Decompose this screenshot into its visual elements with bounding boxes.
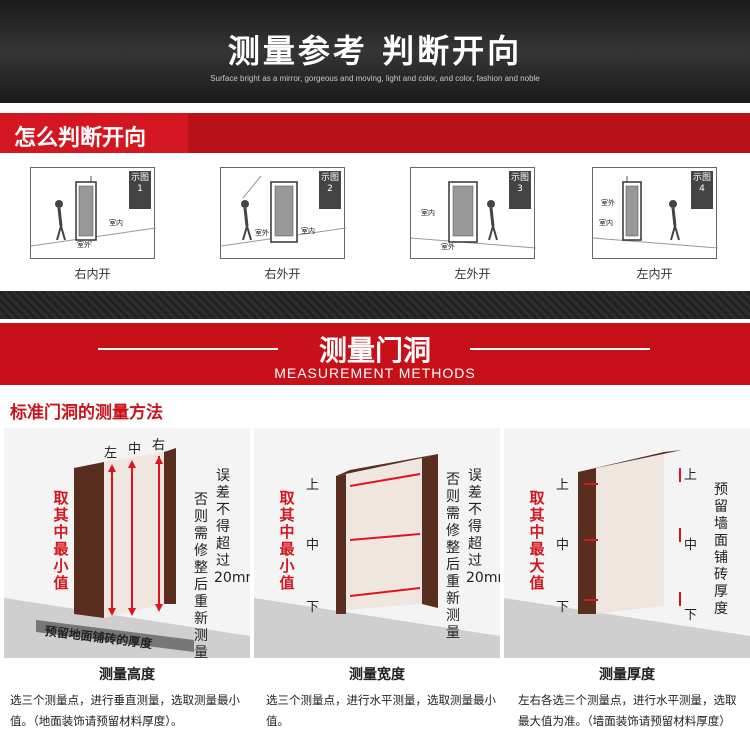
outdoor-label: 室外 (441, 243, 455, 251)
point-bottom-label-right: 下 (684, 608, 698, 623)
diagram-1: 室内 室外 示图1 (30, 167, 156, 259)
point-top-label: 上 (556, 478, 570, 493)
desc-height: 选三个测量点，进行垂直测量，选取测量最小值。（地面装饰请预留材料厚度）。 (10, 693, 240, 728)
caption-height: 测量高度 (99, 667, 155, 683)
door-direction-diagrams: 室内 室外 示图1 右内开 室内 室外 示图2 右外开 (0, 153, 750, 291)
door-sketch-icon (31, 176, 156, 247)
take-min-note: 取其中最小值 (53, 489, 69, 592)
diagram-3: 室内 室外 示图3 (410, 167, 536, 259)
error-note-b: 误差不得超过20mm (214, 468, 250, 586)
measure-subtitle: MEASUREMENT METHODS (274, 365, 476, 381)
diagram-4-caption: 左内开 (636, 267, 673, 281)
diagram-4: 室内 室外 示图4 (592, 167, 718, 259)
caption-width: 测量宽度 (349, 667, 405, 683)
banner-line-left (98, 348, 278, 350)
diagram-tag: 示图4 (691, 171, 713, 209)
divider-stripe (0, 291, 750, 319)
error-note-a: 否则需修整后重新测量 (194, 492, 208, 658)
error-note-b: 误差不得超过20mm (466, 468, 500, 586)
point-bottom-label: 下 (306, 600, 320, 615)
measure-banner: 测量门洞 MEASUREMENT METHODS (0, 323, 750, 385)
point-top-label-right: 上 (684, 468, 698, 483)
outdoor-label: 室外 (601, 199, 615, 207)
point-mid-label: 中 (128, 442, 142, 457)
thickness-measure-illustration (504, 428, 750, 658)
diagram-tag: 示图1 (129, 171, 151, 209)
header-title: 测量参考 判断开向 (227, 32, 523, 70)
diagram-tag: 示图3 (509, 171, 531, 209)
diagram-1-caption: 右内开 (74, 267, 111, 281)
error-note-a: 否则需修整后重新测量 (446, 472, 460, 641)
banner-line-right (470, 348, 650, 350)
howto-title: 怎么判断开向 (14, 126, 147, 151)
outdoor-label: 室外 (255, 229, 269, 237)
point-mid-label: 中 (556, 538, 570, 553)
header-subtitle: Surface bright as a mirror, gorgeous and… (210, 74, 540, 83)
door-sketch-icon (593, 176, 718, 249)
header-banner: 测量参考 判断开向 Surface bright as a mirror, go… (0, 0, 750, 103)
howto-bar: 怎么判断开向 (0, 113, 750, 153)
indoor-label: 室内 (421, 209, 435, 217)
point-mid-label-right: 中 (684, 538, 698, 553)
door-sketch-icon (221, 175, 346, 247)
indoor-label: 室内 (301, 227, 315, 235)
panel-height: 左 中 右 取其中最小值 否则需修整后重新测量 误差不得超过20mm 预留地面铺… (4, 428, 250, 658)
diagram-2: 室内 室外 示图2 (220, 167, 346, 259)
desc-width: 选三个测量点，进行水平测量，选取测量最小值。 (266, 693, 496, 728)
howto-bar-accent (188, 125, 750, 153)
diagram-tag: 示图2 (319, 171, 341, 209)
diagram-3-caption: 左外开 (454, 267, 491, 281)
point-mid-label: 中 (306, 538, 320, 553)
take-max-note: 取其中最大值 (529, 489, 545, 592)
panel-width: 上 中 下 取其中最小值 否则需修整后重新测量 误差不得超过20mm (254, 428, 500, 658)
standard-method-title: 标准门洞的测量方法 (10, 403, 163, 423)
take-min-note: 取其中最小值 (279, 489, 295, 592)
desc-thickness: 左右各选三个测量点，进行水平测量，选取最大值为准。（墙面装饰请预留材料厚度） (518, 693, 737, 728)
panel-thickness: 上 中 下 上 中 下 取其中最大值 预留墙面铺砖厚度 (504, 428, 750, 658)
caption-thickness: 测量厚度 (599, 667, 655, 683)
point-top-label: 上 (306, 478, 320, 493)
outdoor-label: 室外 (77, 241, 91, 249)
height-measure-illustration (4, 428, 250, 658)
diagram-2-caption: 右外开 (264, 267, 301, 281)
indoor-label: 室内 (599, 219, 613, 227)
door-sketch-icon (411, 181, 536, 249)
width-measure-illustration (254, 428, 500, 658)
reserve-note: 预留墙面铺砖厚度 (714, 482, 728, 617)
point-bottom-label: 下 (556, 600, 570, 615)
indoor-label: 室内 (109, 219, 123, 227)
point-left-label: 左 (104, 446, 118, 461)
howto-bar-label-bg (0, 113, 188, 153)
measure-title: 测量门洞 (318, 334, 431, 367)
point-right-label: 右 (152, 438, 166, 453)
